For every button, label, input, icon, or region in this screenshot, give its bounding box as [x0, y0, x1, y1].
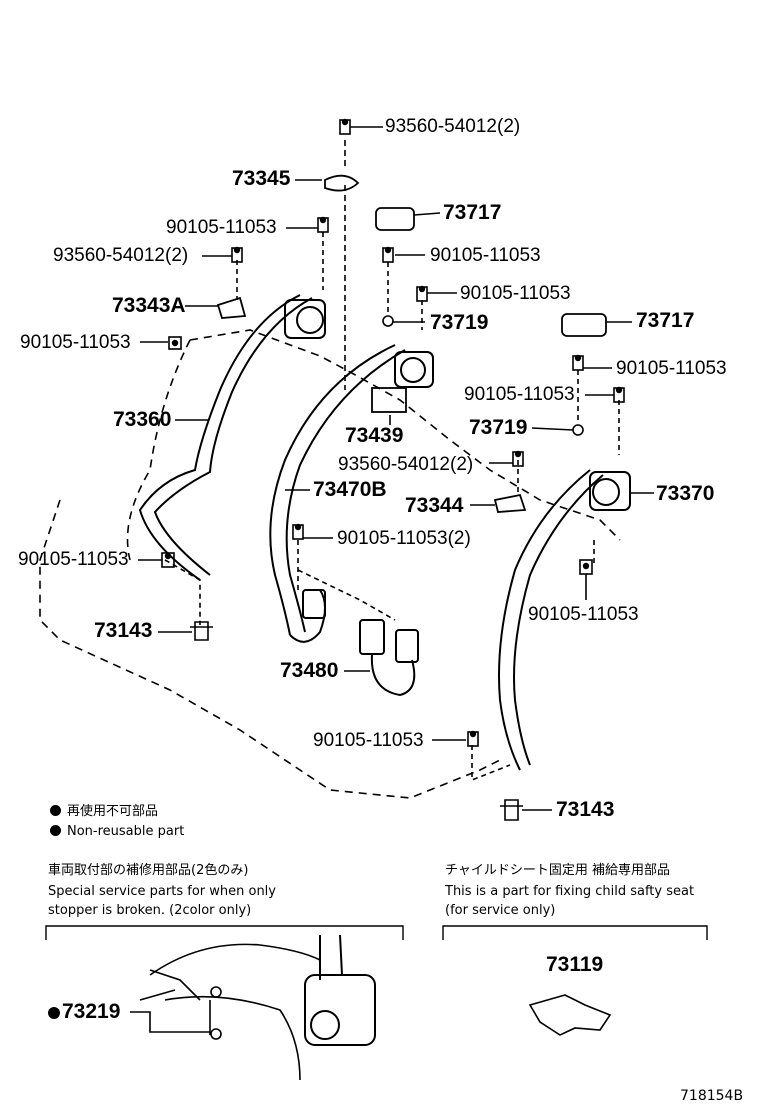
floor-outline: [39, 329, 621, 799]
label-93560-b[interactable]: 93560-54012(2): [53, 245, 189, 266]
note-left-en2: stopper is broken. (2color only): [48, 903, 252, 918]
bullet-icon: [50, 825, 61, 836]
label-73360[interactable]: 73360: [113, 408, 172, 431]
bracket-right: [442, 925, 708, 940]
label-73143-b[interactable]: 73143: [556, 798, 615, 821]
label-93560-top[interactable]: 93560-54012(2): [385, 116, 521, 137]
belt-73470b: [269, 344, 396, 636]
label-90105-e[interactable]: 90105-11053: [616, 358, 727, 379]
label-73719-a[interactable]: 73719: [430, 311, 489, 334]
label-90105-d[interactable]: 90105-11053: [20, 332, 131, 353]
part-73343a-shape: [216, 296, 247, 319]
label-73219[interactable]: 73219: [48, 1001, 120, 1022]
diagram-id: 718154B: [680, 1088, 744, 1104]
retractor-73370: [589, 471, 631, 511]
label-90105-g[interactable]: 90105-11053: [18, 549, 129, 570]
clip-73719-a: [382, 315, 394, 327]
label-90105-h[interactable]: 90105-11053(2): [337, 528, 471, 549]
label-73344[interactable]: 73344: [405, 494, 464, 517]
label-90105-f[interactable]: 90105-11053: [464, 384, 575, 405]
note-right-en1: This is a part for fixing child safty se…: [445, 884, 695, 899]
retractor-73470b: [394, 351, 434, 388]
part-73119-shape: [528, 994, 612, 1036]
label-73343a[interactable]: 73343A: [112, 294, 186, 317]
clip-73719-b: [572, 424, 584, 436]
part-73439-shape: [371, 387, 407, 413]
note-left-jp: 車両取付部の補修用部品(2色のみ): [48, 863, 249, 878]
part-73717-b-shape: [561, 313, 607, 337]
note-right-jp: チャイルドシート固定用 補給専用部品: [445, 863, 671, 878]
part-73345-shape: [324, 174, 360, 192]
anchor-73143-b-shape: [500, 799, 523, 821]
buckle-73480-a: [302, 589, 326, 619]
label-73719-b[interactable]: 73719: [469, 416, 528, 439]
label-73480[interactable]: 73480: [280, 659, 339, 682]
buckle-73480-b: [359, 619, 385, 655]
label-90105-i[interactable]: 90105-11053: [528, 604, 639, 625]
label-90105-c[interactable]: 90105-11053: [460, 283, 571, 304]
label-90105-j[interactable]: 90105-11053: [313, 730, 424, 751]
bullet-icon: [48, 1007, 60, 1019]
note-left-en1: Special service parts for when only: [48, 884, 276, 899]
label-73370[interactable]: 73370: [656, 482, 715, 505]
label-73439[interactable]: 73439: [345, 424, 404, 447]
bracket-left: [45, 925, 404, 940]
label-90105-b[interactable]: 90105-11053: [430, 245, 541, 266]
detail-stopper: [130, 969, 211, 1035]
part-73344-shape: [493, 493, 527, 513]
legend-jp: 再使用不可部品: [50, 804, 158, 820]
note-right-en2: (for service only): [445, 903, 556, 918]
legend-en: Non-reusable part: [50, 824, 184, 840]
detail-retractor: [304, 974, 376, 1046]
label-90105-a[interactable]: 90105-11053: [166, 217, 277, 238]
bullet-icon: [50, 805, 61, 816]
belt-73360: [138, 294, 301, 581]
retractor-73360: [284, 299, 326, 339]
label-73143-a[interactable]: 73143: [94, 619, 153, 642]
label-73470b[interactable]: 73470B: [313, 478, 387, 501]
label-93560-c[interactable]: 93560-54012(2): [338, 454, 474, 475]
label-73119[interactable]: 73119: [546, 953, 604, 976]
anchor-73143-a-shape: [190, 621, 213, 641]
label-73345[interactable]: 73345: [232, 167, 291, 190]
part-73717-a-shape: [375, 207, 415, 231]
label-73717-b[interactable]: 73717: [636, 309, 695, 332]
label-73717-a[interactable]: 73717: [443, 201, 502, 224]
belt-73370: [498, 469, 591, 771]
